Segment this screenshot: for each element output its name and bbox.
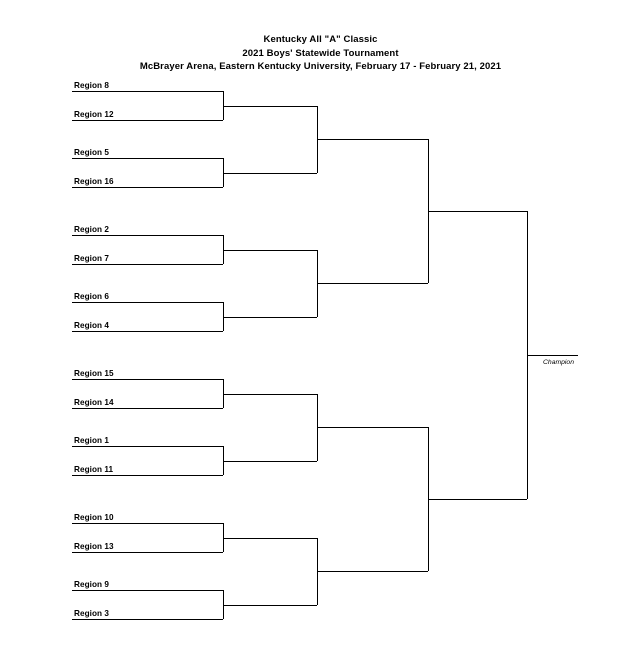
match-slot-line — [72, 552, 223, 553]
title-line-tournament: 2021 Boys' Statewide Tournament — [242, 47, 399, 59]
match-slot-line — [72, 158, 223, 159]
seed-label: Region 7 — [74, 254, 109, 263]
seed-label: Region 16 — [74, 177, 114, 186]
match-slot-line — [72, 235, 223, 236]
match-slot-line — [72, 120, 223, 121]
seed-label: Region 15 — [74, 369, 114, 378]
match-slot-line — [72, 619, 223, 620]
seed-label: Region 13 — [74, 542, 114, 551]
advance-line — [223, 604, 317, 606]
seed-label: Region 5 — [74, 148, 109, 157]
advance-line — [527, 355, 578, 356]
seed-label: Region 3 — [74, 609, 109, 618]
advance-line — [223, 316, 317, 318]
match-slot-line — [72, 408, 223, 409]
champion-label: Champion — [543, 359, 574, 366]
match-slot-line — [72, 187, 223, 188]
advance-line — [317, 571, 428, 572]
seed-label: Region 6 — [74, 292, 109, 301]
seed-label: Region 10 — [74, 513, 114, 522]
seed-label: Region 11 — [74, 465, 114, 474]
advance-line — [428, 499, 527, 500]
advance-line — [223, 537, 317, 539]
match-slot-line — [72, 446, 223, 447]
advance-line — [223, 393, 317, 395]
advance-line — [223, 249, 317, 251]
title-line-event: Kentucky All "A" Classic — [263, 34, 378, 45]
seed-label: Region 12 — [74, 110, 114, 119]
match-slot-line — [72, 302, 223, 303]
advance-line — [223, 460, 317, 462]
match-slot-line — [72, 590, 223, 591]
seed-label: Region 1 — [74, 436, 109, 445]
match-slot-line — [72, 91, 223, 92]
advance-line — [223, 172, 317, 174]
advance-line — [317, 139, 428, 140]
seed-label: Region 9 — [74, 580, 109, 589]
advance-line — [317, 283, 428, 284]
seed-label: Region 14 — [74, 398, 114, 407]
seed-label: Region 2 — [74, 225, 109, 234]
match-slot-line — [72, 331, 223, 332]
advance-line — [428, 211, 527, 212]
match-slot-line — [72, 523, 223, 524]
seed-label: Region 8 — [74, 81, 109, 90]
advance-line — [223, 105, 317, 107]
title-line-venue-dates: McBrayer Arena, Eastern Kentucky Univers… — [139, 61, 502, 72]
seed-label: Region 4 — [74, 321, 109, 330]
match-slot-line — [72, 264, 223, 265]
advance-line — [317, 427, 428, 428]
match-slot-line — [72, 475, 223, 476]
bracket-title-block: Kentucky All "A" Classic 2021 Boys' Stat… — [0, 33, 641, 74]
match-slot-line — [72, 379, 223, 380]
